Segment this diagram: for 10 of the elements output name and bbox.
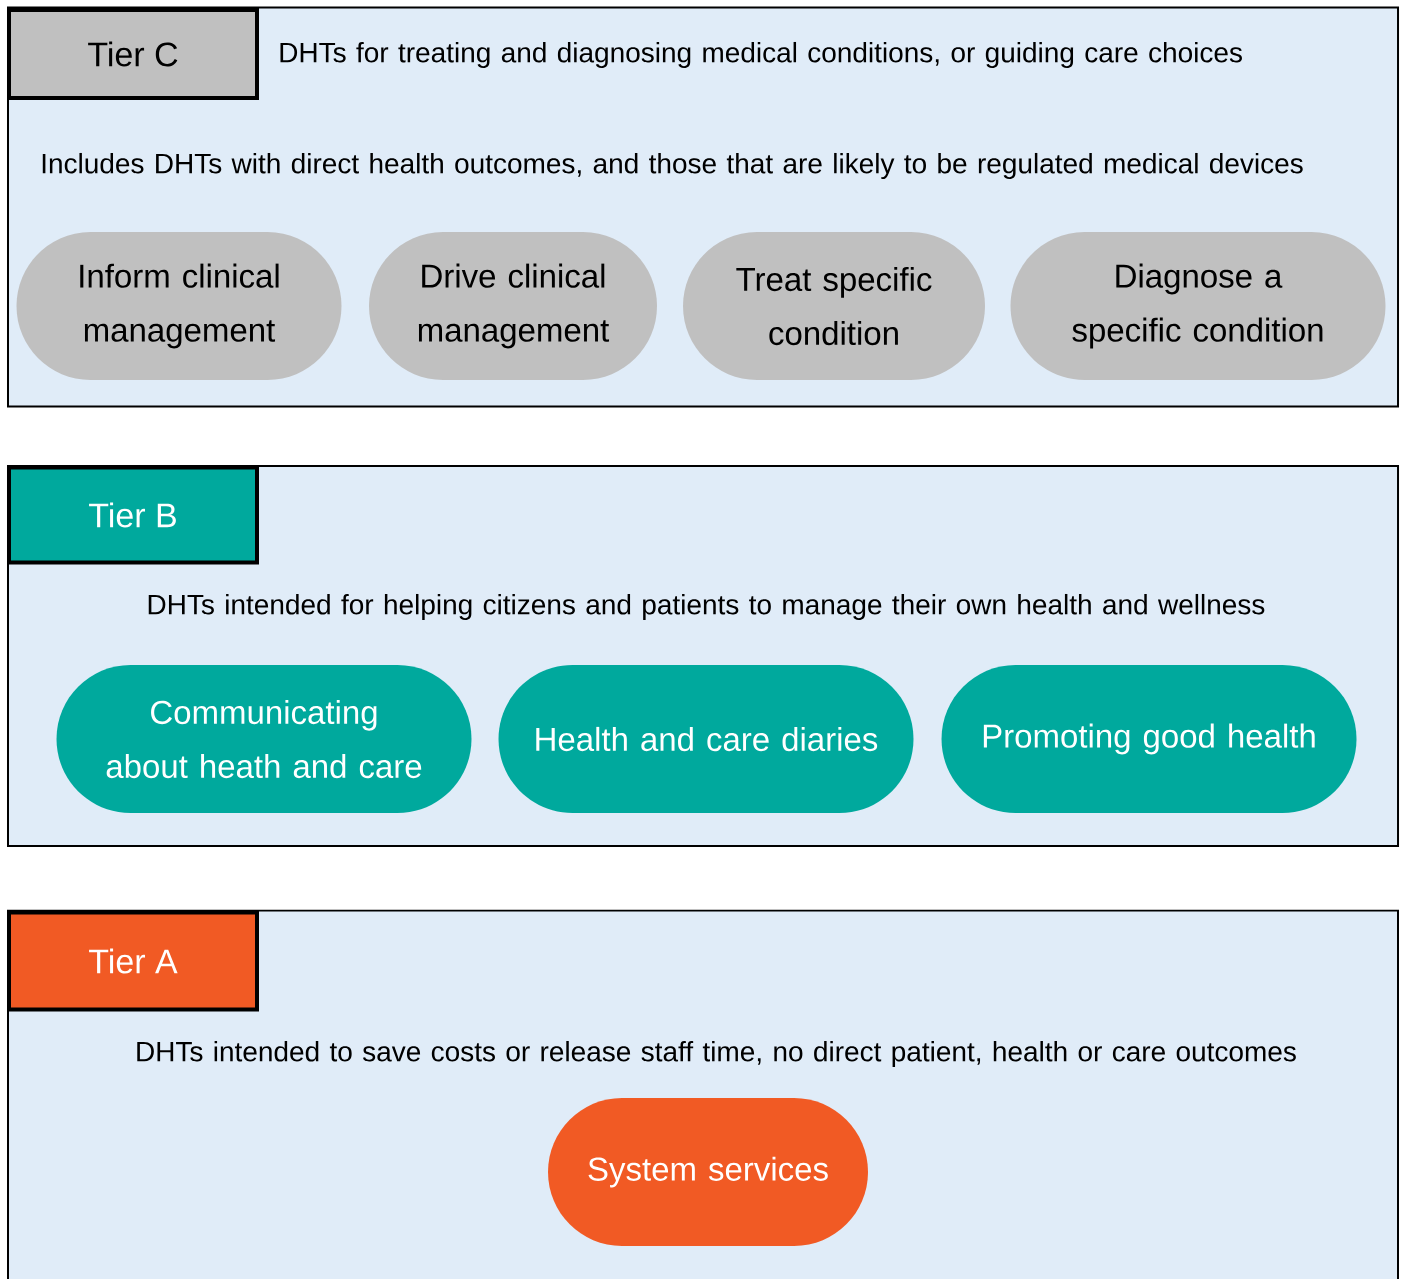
category-pill: Diagnose a specific condition: [1010, 232, 1386, 380]
tier-label: Tier C: [7, 8, 259, 100]
category-pill: System services: [548, 1098, 868, 1246]
category-pill: Health and care diaries: [498, 665, 914, 813]
category-pill: Drive clinical management: [369, 232, 657, 380]
tier-label: Tier A: [7, 910, 259, 1012]
category-pill: Promoting good health: [941, 665, 1357, 813]
category-pill: Treat specific condition: [683, 232, 985, 380]
category-pill: Communicating about heath and care: [56, 665, 472, 813]
tier-label: Tier B: [7, 465, 259, 565]
